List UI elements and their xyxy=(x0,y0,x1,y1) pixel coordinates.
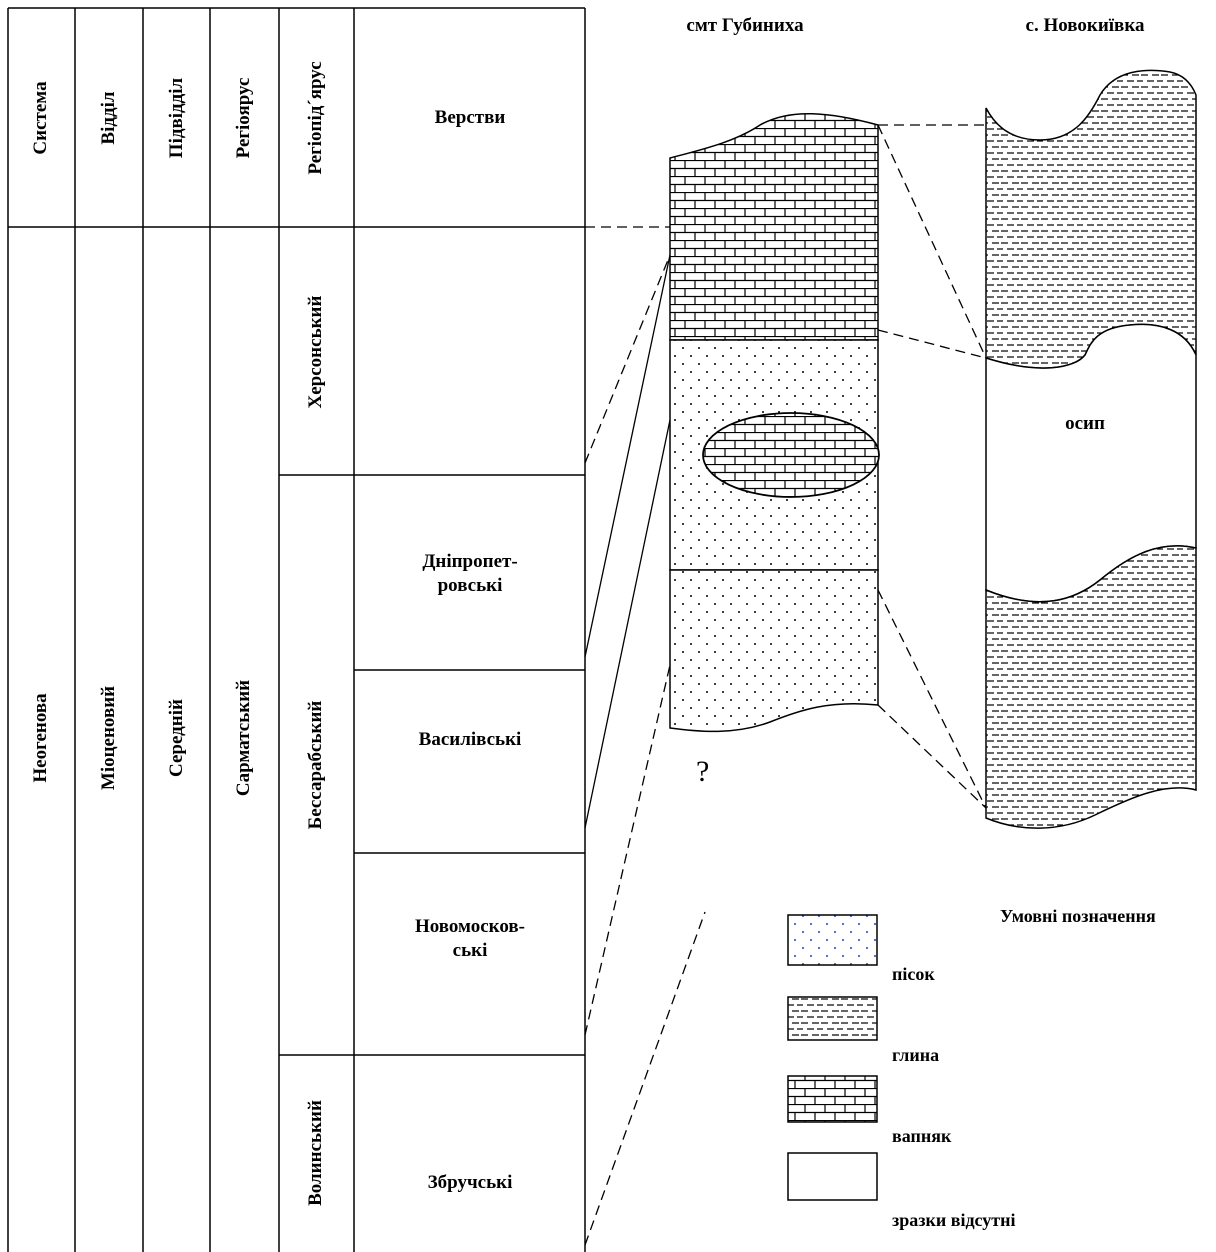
legend-limestone-swatch xyxy=(787,1075,878,1123)
clay-layer-upper xyxy=(985,69,1197,369)
legend-title: Умовні позначення xyxy=(1000,906,1156,926)
scree-label: осип xyxy=(1065,413,1105,434)
limestone-layer xyxy=(669,113,879,341)
clay-layer-lower xyxy=(985,545,1197,829)
section-title-novokyivka: с. Новокиївка xyxy=(1025,15,1145,36)
legend-sand-swatch xyxy=(787,914,878,966)
legend-clay-swatch xyxy=(787,996,878,1041)
header-layers: Верстви xyxy=(434,107,506,128)
header-system: Система xyxy=(30,81,51,155)
layer-zbruchski: Збручські xyxy=(427,1172,513,1193)
system-value: Неогенова xyxy=(30,693,51,783)
department-value: Міоценовий xyxy=(98,685,119,791)
regional-stage-value: Сарматський xyxy=(233,679,254,797)
layer-novomoskovski: Новомосков- ські xyxy=(414,916,525,961)
legend-label-none: зразки відсутні xyxy=(892,1210,1016,1230)
legend-label-sand: пісок xyxy=(892,964,935,984)
legend-label-clay: глина xyxy=(892,1045,940,1065)
section-novokyivka xyxy=(985,69,1197,829)
table-grid xyxy=(7,7,586,1252)
section-title-hubynykha: смт Губиниха xyxy=(686,15,804,36)
limestone-lens xyxy=(702,412,880,498)
substage-khersonskyi: Херсонський xyxy=(305,295,326,409)
correlation-lines-left xyxy=(584,226,706,1246)
substage-volynskyi: Волинський xyxy=(305,1100,326,1206)
legend-label-limestone: вапняк xyxy=(892,1126,952,1146)
layer-vasylivski: Василівські xyxy=(418,729,522,750)
legend-none-swatch xyxy=(787,1152,878,1201)
section-hubynykha xyxy=(669,113,880,733)
sand-layer-lower xyxy=(669,569,879,733)
layer-dnipropetrovski: Дніпропет- ровські xyxy=(422,551,518,596)
header-regional-substage: Регіопід´ярус xyxy=(305,61,326,175)
header-department: Відділ xyxy=(98,91,119,145)
subdepartment-value: Середній xyxy=(166,699,187,777)
correlation-lines-right xyxy=(877,124,987,809)
substage-bessarabskyi: Бессарабський xyxy=(305,700,326,830)
header-regional-stage: Регіоярус xyxy=(233,77,254,159)
legend-swatches xyxy=(787,914,878,1201)
unknown-mark: ? xyxy=(696,755,710,788)
header-subdepartment: Підвідділ xyxy=(166,77,187,159)
